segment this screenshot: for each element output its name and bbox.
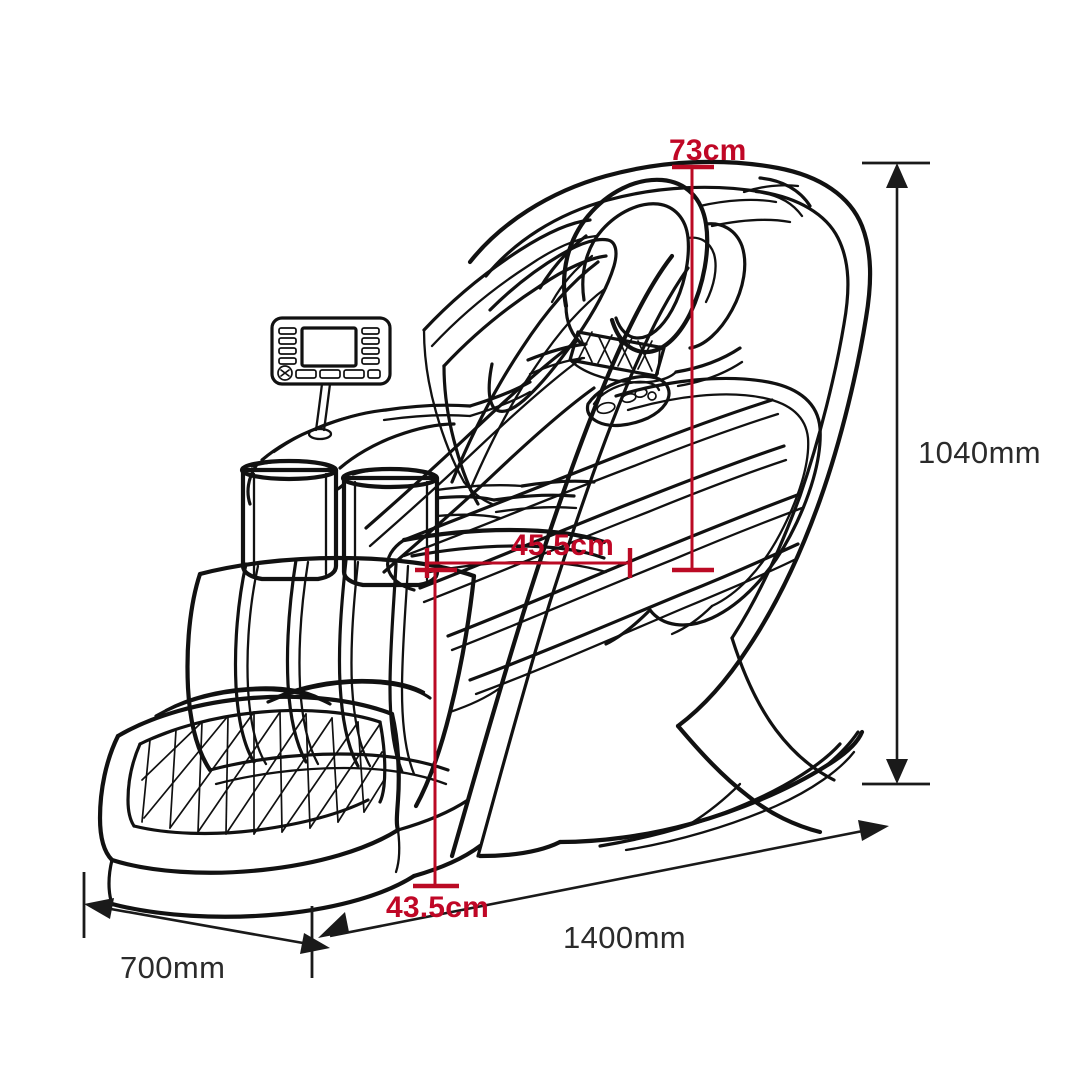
remote-bottom-buttons — [295, 369, 381, 379]
remote-left-buttons — [278, 327, 297, 365]
dimension-700mm — [82, 872, 330, 954]
dimension-43-5cm — [413, 567, 459, 889]
headrest-pillow — [561, 177, 747, 355]
backrest-accent-stripes — [698, 176, 812, 228]
inner-backrest — [364, 253, 690, 859]
dimension-1400mm — [310, 820, 889, 978]
remote-right-buttons — [361, 327, 380, 365]
dimension-1040mm — [862, 161, 930, 786]
armrest-control-pad — [585, 374, 671, 428]
dimension-label-45-5cm: 45.5cm — [511, 529, 614, 562]
dimension-label-1040mm: 1040mm — [918, 435, 1042, 470]
chair-base-wedge — [477, 729, 865, 859]
backrest-wing-panel — [604, 376, 822, 646]
dimension-label-43-5cm: 43.5cm — [386, 891, 489, 924]
leg-rest-cushions — [185, 555, 477, 809]
seat-side-support — [468, 380, 596, 514]
footrest — [97, 678, 432, 919]
dimension-label-1400mm: 1400mm — [563, 920, 687, 955]
shoulder-airbag-wings — [422, 218, 618, 506]
armrest-surface — [246, 403, 524, 506]
remote-control — [270, 316, 392, 441]
dimension-73cm — [672, 164, 714, 573]
dimension-45-5cm — [424, 548, 633, 578]
diamond-quilted-band — [568, 330, 678, 384]
dimension-label-700mm: 700mm — [120, 950, 226, 985]
lower-body-skirt — [396, 686, 502, 879]
neck-support-panel — [526, 234, 744, 388]
dimension-label-73cm: 73cm — [669, 134, 747, 167]
